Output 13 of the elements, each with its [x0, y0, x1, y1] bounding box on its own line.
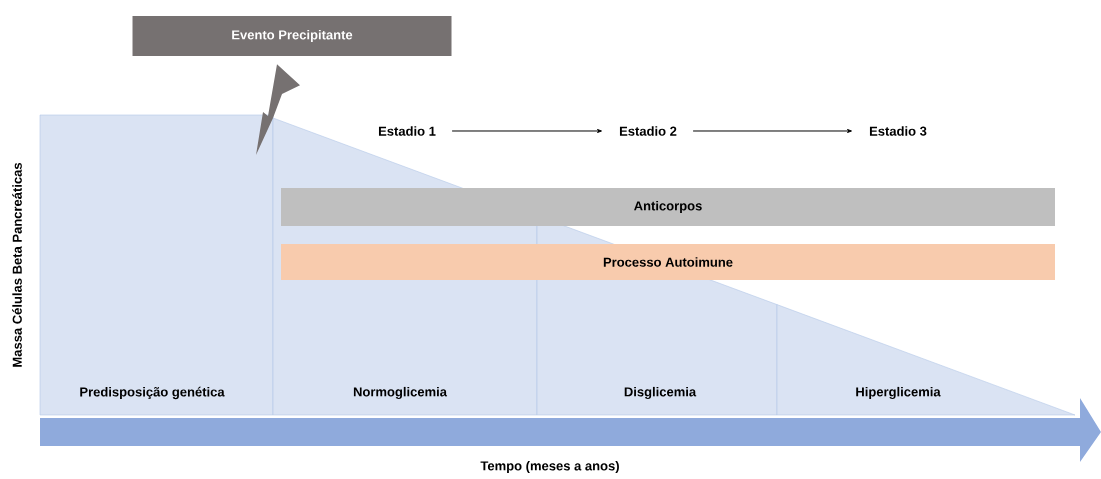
- stage-label: Estadio 3: [869, 126, 927, 136]
- arrow: [692, 129, 852, 133]
- antibody-bar: Anticorpos: [281, 188, 1055, 226]
- process-bar: Processo Autoimune: [281, 244, 1055, 280]
- axis-label: Massa Células Beta Pancreáticas: [12, 162, 22, 367]
- stage-region: Predisposição genética: [39, 114, 274, 416]
- stage-label: Estadio 1: [378, 126, 436, 136]
- stage-region: Hiperglicemia: [776, 304, 1076, 416]
- event-box: Evento Precipitante: [132, 16, 452, 56]
- lightning-bolt: [256, 64, 300, 155]
- stage-label: Estadio 2: [619, 126, 677, 136]
- arrow: [451, 129, 602, 133]
- axis-label: Tempo (meses a anos): [480, 460, 619, 474]
